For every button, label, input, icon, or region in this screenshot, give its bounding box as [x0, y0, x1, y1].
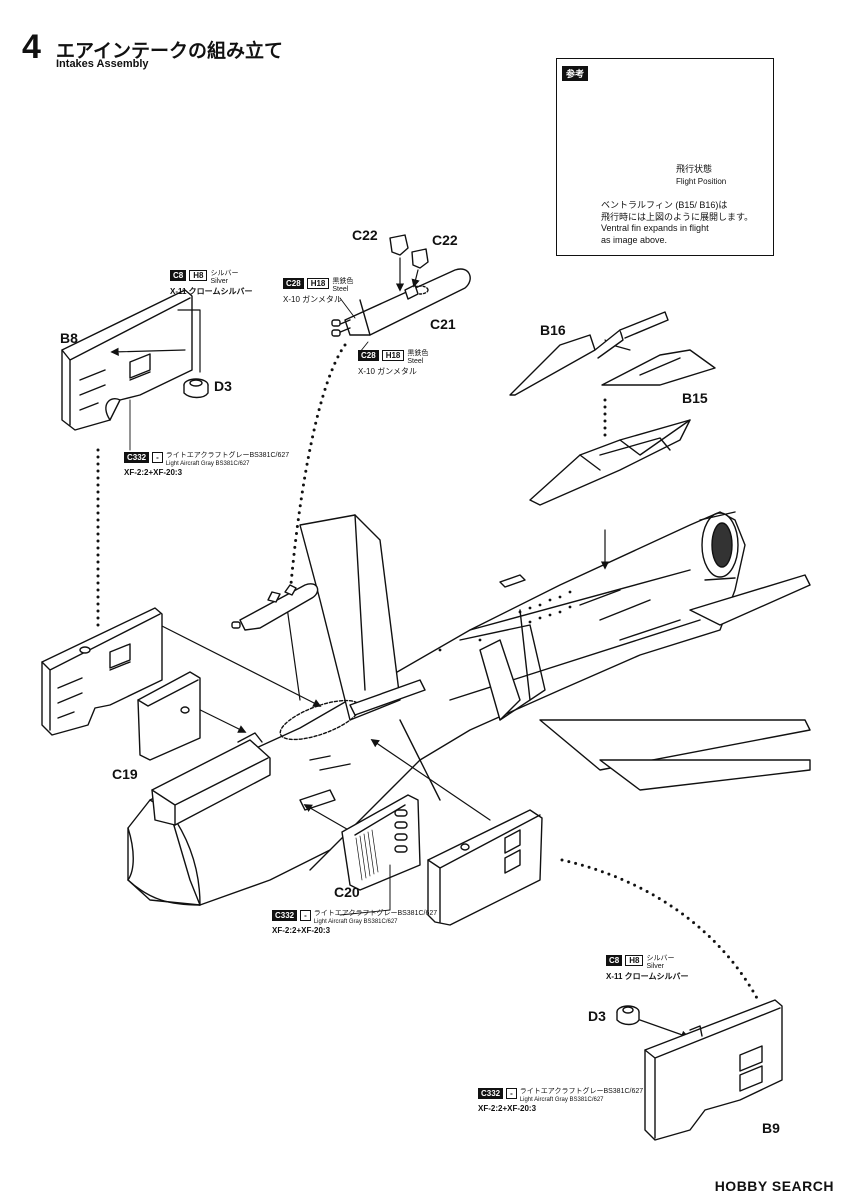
paint-code: C28: [358, 350, 379, 362]
label-c22-right: C22: [432, 232, 458, 248]
label-b16: B16: [540, 322, 566, 338]
reference-note-jp-1: ベントラルフィン (B15/ B16)は: [601, 200, 728, 210]
paint-code: -: [300, 910, 311, 922]
paint-code: C332: [478, 1088, 504, 1100]
paint-name-en: Light Aircraft Gray BS381C/627: [165, 461, 250, 468]
label-b9: B9: [762, 1120, 780, 1136]
paint-name-en: Silver: [646, 963, 664, 971]
paint-code: H18: [381, 350, 405, 362]
part-c19-drawing: [137, 671, 201, 761]
left-intake-drawing: [41, 607, 163, 736]
reference-note-jp-2: 飛行時には上図のように展開します。: [601, 211, 754, 222]
aircraft-fuselage: [127, 511, 811, 906]
step-title-en: Intakes Assembly: [56, 58, 149, 70]
paint-code: C8: [170, 270, 187, 282]
intake-ramp-drawing: [151, 732, 271, 826]
label-c20: C20: [334, 884, 360, 900]
paint-code: C332: [272, 910, 298, 922]
label-d3-bottom: D3: [588, 1008, 606, 1024]
paint-code: H8: [625, 955, 644, 967]
part-d3-top-drawing: [183, 378, 209, 399]
part-b16-drawing: [509, 329, 624, 396]
part-c22-drawing: [389, 234, 429, 269]
reference-tag: 参考: [562, 66, 589, 81]
paint-name-jp: ライトエアクラフトグレーBS381C/627: [313, 910, 438, 917]
part-b8-drawing: [61, 289, 193, 431]
paint-name-jp: ライトエアクラフトグレーBS381C/627: [519, 1088, 644, 1095]
paint-name-jp: シルバー: [646, 955, 675, 962]
flight-position-jp: 飛行状態: [676, 164, 713, 174]
mid-sensor-pod-drawing: [231, 583, 319, 631]
reference-box: [556, 58, 774, 256]
paint-sub: X-11 クロームシルバー: [170, 287, 253, 297]
paint-name-en: Silver: [210, 278, 228, 286]
step-number: 4: [22, 28, 41, 66]
part-c21-drawing: [331, 268, 471, 337]
paint-sub: X-10 ガンメタル: [283, 295, 342, 305]
part-b9-drawing: [644, 999, 783, 1141]
reference-note: ベントラルフィン (B15/ B16)は 飛行時には上図のように展開します。 V…: [601, 200, 769, 247]
lower-intake-drawing: [427, 809, 543, 926]
paint-sub: XF-2:2+XF-20:3: [272, 926, 331, 936]
paint-name-jp: 黒鉄色: [407, 350, 429, 357]
paint-name-jp: 黒鉄色: [332, 278, 354, 285]
paint-code: H8: [189, 270, 208, 282]
paint-code: -: [506, 1088, 517, 1100]
fin-assembly-drawing: [529, 419, 691, 506]
watermark: HOBBY SEARCH: [714, 1178, 834, 1194]
paint-sub: X-11 クロームシルバー: [606, 972, 689, 982]
label-d3-top: D3: [214, 378, 232, 394]
leader-lines: [129, 297, 656, 1099]
label-b15: B15: [682, 390, 708, 406]
paint-name-en: Steel: [407, 358, 424, 366]
paint-sub: X-10 ガンメタル: [358, 367, 417, 377]
label-c19: C19: [112, 766, 138, 782]
reference-note-en-2: as image above.: [601, 235, 668, 246]
paint-code: C28: [283, 278, 304, 290]
paint-name-en: Light Aircraft Gray BS381C/627: [313, 919, 398, 926]
part-b15-drawing: [601, 311, 716, 386]
flight-position-en: Flight Position: [676, 177, 727, 186]
paint-code: H18: [306, 278, 330, 290]
paint-name-jp: ライトエアクラフトグレーBS381C/627: [165, 452, 290, 459]
paint-name-jp: シルバー: [210, 270, 239, 277]
paint-name-en: Steel: [332, 286, 349, 294]
assembly-arrows: [110, 257, 690, 1039]
dotted-guides: [96, 343, 760, 1002]
paint-code: C332: [124, 452, 150, 464]
step-title-jp: エアインテークの組み立て: [56, 41, 284, 62]
label-b8: B8: [60, 330, 78, 346]
part-c20-drawing: [341, 794, 421, 911]
label-c22-left: C22: [352, 227, 378, 243]
paint-code: -: [152, 452, 163, 464]
label-c21: C21: [430, 316, 456, 332]
paint-sub: XF-2:2+XF-20:3: [124, 468, 183, 478]
paint-sub: XF-2:2+XF-20:3: [478, 1104, 537, 1114]
reference-note-en-1: Ventral fin expands in flight: [601, 223, 709, 234]
part-d3-bottom-drawing: [616, 1005, 640, 1026]
paint-code: C8: [606, 955, 623, 967]
paint-name-en: Light Aircraft Gray BS381C/627: [519, 1097, 604, 1104]
